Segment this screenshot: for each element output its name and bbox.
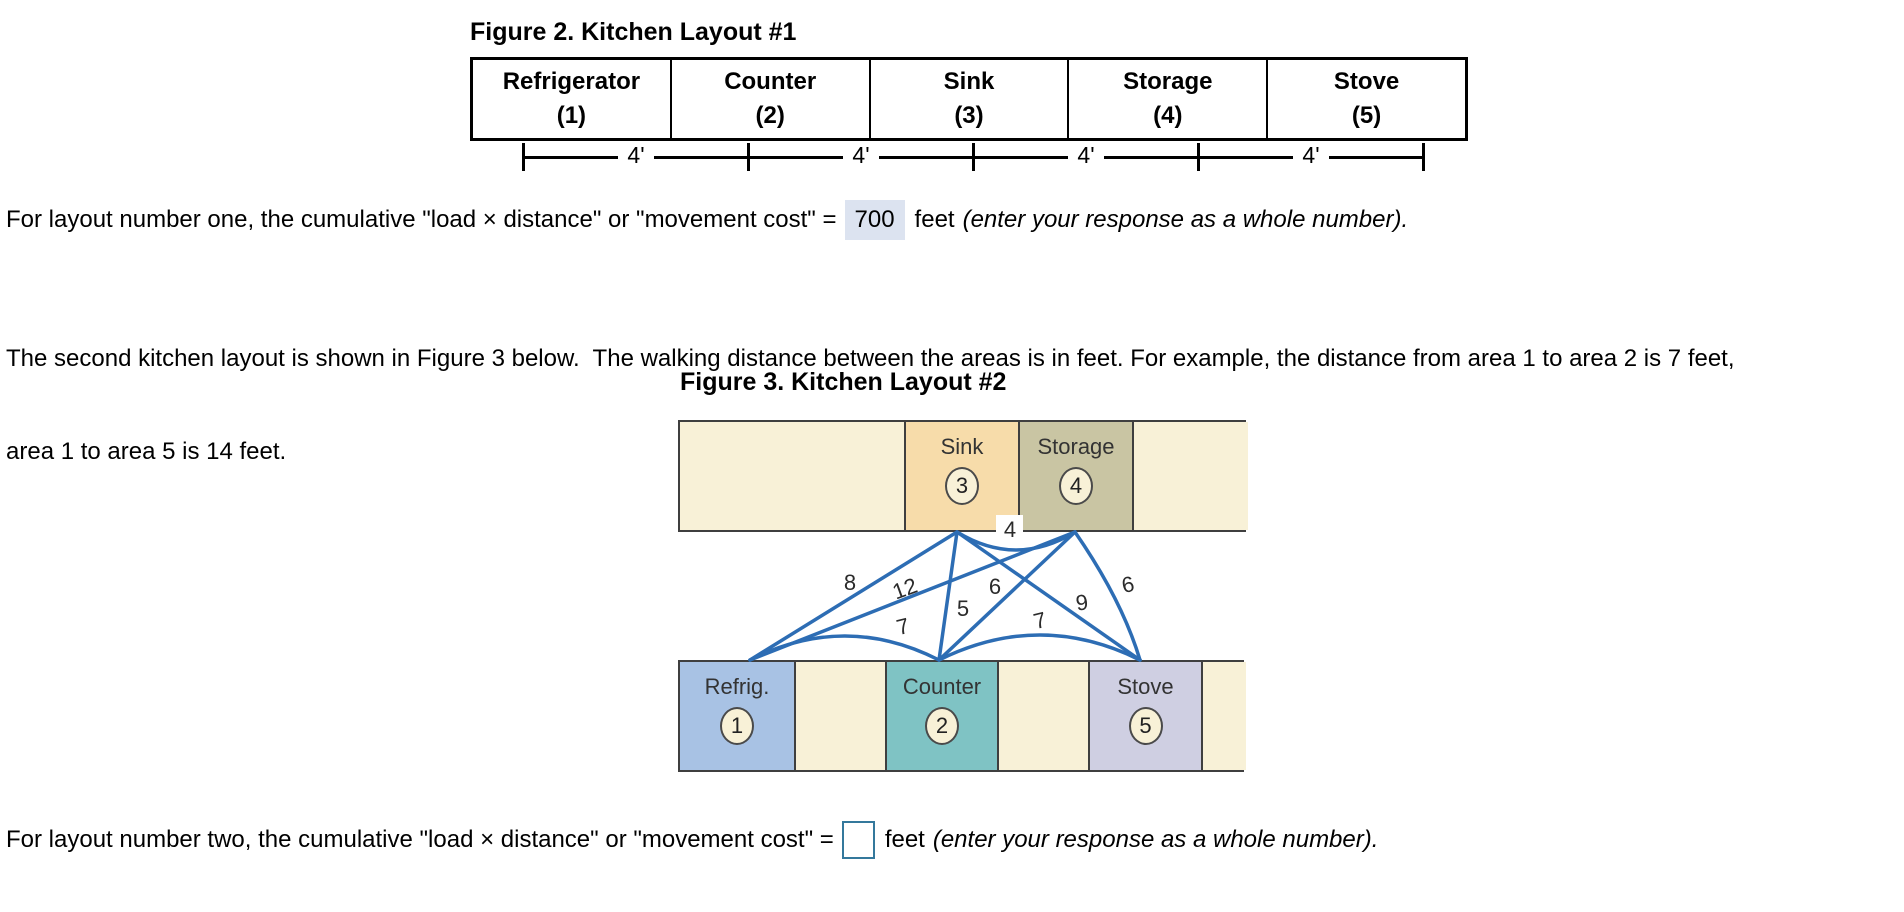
question2-note: (enter your response as a whole number). (932, 826, 1379, 853)
distance-label-3-5: 9 (1074, 589, 1090, 615)
table-cell-sink: Sink (3) (868, 60, 1068, 138)
ruler-dash (1328, 155, 1422, 159)
ruler-dash (525, 155, 619, 159)
description-line-1: The second kitchen layout is shown in Fi… (6, 345, 1735, 372)
distance-label-2-5: 7 (1031, 607, 1049, 634)
cell-number: (5) (1351, 102, 1382, 129)
ruler-dash (878, 155, 972, 159)
cell-number: (2) (755, 102, 785, 129)
stove-label: Stove (1117, 674, 1174, 699)
table-cell-refrigerator: Refrigerator (1) (473, 60, 670, 138)
ruler-segment: 4' (750, 141, 972, 171)
edge-4-5 (1073, 530, 1142, 662)
empty-area (1201, 662, 1246, 770)
refrigerator-area: Refrig. 1 (680, 662, 794, 770)
ruler-segment: 4' (975, 141, 1197, 171)
figure3-bottom-bar: Refrig. 1 Counter 2 Stove 5 (678, 660, 1246, 772)
edge-1-4 (748, 530, 1077, 662)
question1-text: For layout number one, the cumulative "l… (6, 206, 837, 233)
figure2-distance-ruler: 4' 4' 4' 4' (522, 142, 1425, 172)
distance-label-2-3: 5 (957, 596, 969, 621)
ruler-dash (653, 155, 747, 159)
storage-node-circle: 4 (1059, 467, 1093, 505)
edge-2-5 (937, 633, 1142, 662)
ruler-dash (1103, 155, 1197, 159)
ruler-segment: 4' (525, 141, 747, 171)
cell-number: (4) (1153, 102, 1183, 129)
ruler-tick (1197, 143, 1200, 171)
ruler-dash (975, 155, 1069, 159)
question1-note: (enter your response as a whole number). (962, 206, 1409, 233)
cell-name: Stove (1333, 68, 1400, 95)
cell-name: Sink (943, 68, 995, 95)
question1-unit: feet (914, 206, 955, 233)
ruler-distance-label: 4' (627, 141, 645, 168)
figure3-title: Figure 3. Kitchen Layout #2 (680, 368, 1007, 396)
empty-area (1132, 422, 1248, 530)
distance-label-4-5: 6 (1119, 571, 1136, 598)
cell-number: (3) (954, 102, 984, 129)
ruler-distance-label: 4' (1077, 141, 1095, 168)
figure2-title: Figure 2. Kitchen Layout #1 (470, 18, 797, 46)
ruler-dash (750, 155, 844, 159)
edge-3-4 (955, 530, 1077, 552)
ruler-dash (1200, 155, 1294, 159)
figure2-table: Refrigerator (1) Counter (2) Sink (3) St… (470, 57, 1468, 141)
ruler-tick (972, 143, 975, 171)
distance-label-1-2: 7 (894, 613, 912, 640)
distance-label-1-3: 8 (844, 570, 856, 595)
ruler-tick (522, 143, 525, 171)
counter-area: Counter 2 (885, 662, 997, 770)
ruler-distance-label: 4' (1302, 141, 1320, 168)
storage-area: Storage 4 (1018, 422, 1132, 530)
ruler-tick (1422, 143, 1425, 171)
question2-unit: feet (884, 826, 925, 853)
ruler-tick (747, 143, 750, 171)
figure3-top-bar: Sink 3 Storage 4 (678, 420, 1248, 532)
cell-number: (1) (556, 102, 587, 129)
question1-line: For layout number one, the cumulative "l… (0, 197, 1904, 243)
table-cell-storage: Storage (4) (1067, 60, 1266, 138)
refrigerator-node-circle: 1 (720, 707, 754, 745)
edge-1-2 (748, 634, 941, 662)
figure3-description: The second kitchen layout is shown in Fi… (6, 281, 1735, 529)
empty-area (997, 662, 1088, 770)
stove-node-circle: 5 (1128, 707, 1163, 745)
cell-name: Counter (724, 68, 817, 95)
table-cell-stove: Stove (5) (1266, 60, 1465, 138)
edge-2-3 (937, 530, 959, 662)
distance-label-1-4: 12 (889, 573, 921, 605)
edge-2-4 (937, 530, 1077, 662)
refrigerator-label: Refrig. (704, 674, 770, 699)
question1-answer-field[interactable]: 700 (844, 200, 905, 240)
table-cell-counter: Counter (2) (669, 60, 869, 138)
counter-label: Counter (902, 674, 982, 699)
storage-label: Storage (1037, 434, 1115, 459)
stove-area: Stove 5 (1088, 662, 1201, 770)
edge-3-5 (955, 530, 1142, 662)
edge-1-3 (748, 530, 959, 662)
cell-name: Refrigerator (502, 68, 641, 95)
question2-line: For layout number two, the cumulative "l… (0, 817, 1904, 863)
distance-label-2-4: 6 (989, 574, 1001, 599)
ruler-segment: 4' (1200, 141, 1422, 171)
empty-area (794, 662, 885, 770)
sink-label: Sink (940, 434, 984, 459)
ruler-distance-label: 4' (852, 141, 870, 168)
empty-area (680, 422, 904, 530)
movement-cost-input[interactable] (841, 821, 875, 859)
question2-text: For layout number two, the cumulative "l… (6, 826, 834, 853)
counter-node-circle: 2 (925, 707, 959, 745)
cell-name: Storage (1123, 68, 1213, 95)
sink-node-circle: 3 (945, 467, 979, 505)
sink-area: Sink 3 (904, 422, 1018, 530)
description-line-2: area 1 to area 5 is 14 feet. (6, 438, 287, 465)
